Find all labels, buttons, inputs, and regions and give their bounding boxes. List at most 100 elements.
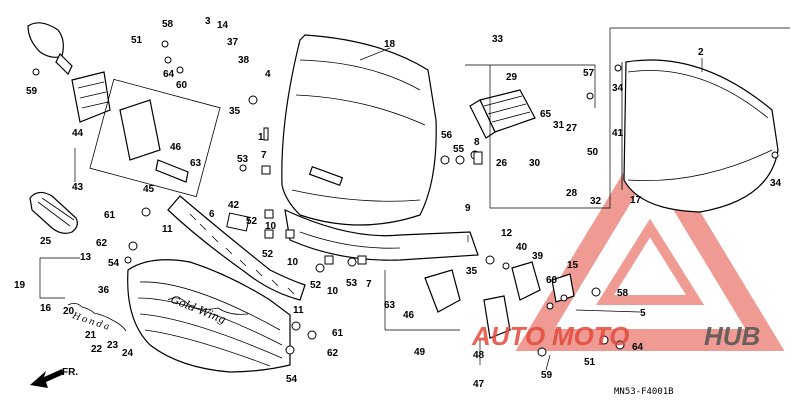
callout-50: 50 [587,147,599,158]
callout-52b: 52 [262,249,274,260]
callout-64b: 64 [632,342,644,353]
callout-46b: 46 [403,310,415,321]
callout-60a: 60 [176,80,188,91]
side-vent [71,71,111,123]
front-cowl [67,259,291,373]
callout-18: 18 [384,39,396,50]
callout-55: 55 [453,144,465,155]
callout-11a: 11 [162,224,173,235]
callout-42: 42 [228,200,240,211]
watermark-text: AUTO MOTO HUB [471,321,760,351]
callout-56: 56 [441,130,453,141]
rear-windscreen [621,59,779,213]
callout-22: 22 [91,344,103,355]
callout-4: 4 [265,69,271,80]
callout-44: 44 [72,128,84,139]
callout-34a: 34 [612,83,624,94]
callout-49: 49 [414,347,426,358]
callout-17: 17 [630,195,642,206]
callout-26: 26 [496,158,508,169]
front-arrow [30,369,64,388]
callout-10a: 10 [265,221,277,232]
callout-7a: 7 [261,150,267,161]
grip-pad [29,191,78,234]
callout-14: 14 [217,20,229,31]
callout-62a: 62 [96,238,108,249]
callout-9: 9 [465,203,471,214]
callout-53a: 53 [237,154,249,165]
callout-labels: 1 2 3 4 5 6 7 7 8 9 10 10 10 11 11 12 13… [14,16,782,390]
callout-41: 41 [612,128,624,139]
callout-29: 29 [506,72,518,83]
callout-3: 3 [205,16,211,27]
front-label: FR. [62,367,78,378]
callout-59b: 59 [541,370,553,381]
watermark-prefix: AUTO [471,321,545,351]
callout-61b: 61 [332,328,344,339]
callout-60b: 60 [546,275,558,286]
callout-47: 47 [473,379,485,390]
callout-43: 43 [72,182,84,193]
callout-20: 20 [63,306,75,317]
callout-35a: 35 [229,106,241,117]
callout-13: 13 [80,252,92,263]
callout-39: 39 [532,251,544,262]
storage-box [469,89,536,139]
callout-35b: 35 [466,266,478,277]
watermark-tail: HUB [704,321,760,351]
callout-57: 57 [583,68,595,79]
callout-23: 23 [107,340,119,351]
leader-lines [39,27,790,371]
callout-1: 1 [258,132,264,143]
callout-12: 12 [501,228,513,239]
callout-65: 65 [540,109,552,120]
garnish-strip [167,195,306,301]
bracket-group [89,78,221,198]
callout-21: 21 [85,330,97,341]
fasteners [32,40,779,357]
callout-27: 27 [566,123,578,134]
callout-51b: 51 [584,357,596,368]
callout-15: 15 [567,260,579,271]
callout-34b: 34 [770,178,782,189]
callout-61a: 61 [104,210,116,221]
callout-31: 31 [553,120,565,131]
callout-52c: 52 [310,280,322,291]
callout-19: 19 [14,280,26,291]
callout-54b: 54 [286,374,298,385]
callout-33: 33 [492,34,504,45]
callout-36: 36 [98,285,110,296]
callout-52a: 52 [246,216,258,227]
callout-37: 37 [227,37,239,48]
callout-2: 2 [698,47,704,58]
callout-45: 45 [143,184,155,195]
callout-30: 30 [529,158,541,169]
callout-25: 25 [40,236,52,247]
callout-10c: 10 [327,286,339,297]
callout-11b: 11 [293,305,304,316]
hinge-parts [424,261,575,339]
watermark-suffix: MOTO [552,321,630,351]
callout-40: 40 [516,242,528,253]
callout-24: 24 [122,348,134,359]
callout-51a: 51 [131,35,143,46]
callout-62b: 62 [327,348,339,359]
callout-6: 6 [209,209,215,220]
callout-58b: 58 [617,288,629,299]
diagram-code: MN53-F4001B [614,387,674,397]
callout-63a: 63 [190,158,202,169]
callout-10b: 10 [287,257,299,268]
callout-5: 5 [640,308,646,319]
callout-63b: 63 [384,300,396,311]
callout-48: 48 [473,350,485,361]
callout-46a: 46 [170,142,182,153]
callout-54a: 54 [108,258,120,269]
lower-cowl-strip [284,208,479,261]
watermark-triangle [515,128,785,351]
callout-38: 38 [238,55,250,66]
callout-16: 16 [40,303,52,314]
callout-53b: 53 [346,278,358,289]
callout-7b: 7 [366,279,372,290]
